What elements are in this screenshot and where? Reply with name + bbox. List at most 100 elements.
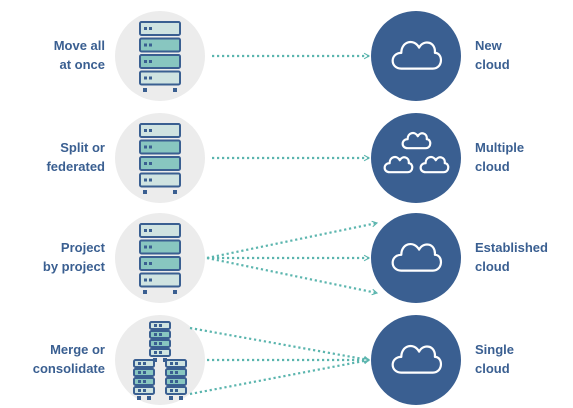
server-led [159,342,162,345]
server-led [144,162,147,165]
server-led [144,60,147,63]
server-foot [173,290,177,294]
server-unit [139,54,181,69]
server-stack-icon [139,21,181,92]
migration-arrow [189,357,371,396]
server-unit [139,256,181,271]
server-foot [147,396,151,400]
target-circle [371,11,461,101]
server-led [170,371,173,374]
server-unit [139,156,181,171]
server-foot [143,190,147,194]
server-led [149,262,152,265]
server-foot [137,396,141,400]
target-label: Multiple cloud [475,140,525,174]
target-circle [371,315,461,405]
server-foot [179,396,183,400]
server-led [159,351,162,354]
server-led [149,43,152,47]
target-label: Single cloud [475,342,515,376]
migration-arrow [206,256,379,296]
cloud-icon [383,155,414,174]
row-merge [115,315,461,405]
server-led [170,362,173,365]
server-led [149,178,152,182]
server-led [143,380,146,383]
server-led [175,389,178,392]
server-led [159,324,162,327]
server-led [144,27,147,30]
server-unit [139,21,181,36]
target-circle [371,113,461,203]
source-label: Merge or consolidate [32,342,105,376]
server-led [144,229,147,232]
server-unit [139,123,181,138]
cloud-icon [391,40,443,70]
server-led [175,380,178,383]
target-label: New cloud [475,38,510,72]
server-led [144,262,147,265]
server-stack-icon [139,223,181,294]
server-led [175,362,178,365]
server-led [144,245,147,249]
cloud-icon [419,155,450,174]
server-stack-icon [133,359,155,400]
server-led [138,362,141,365]
migration-arrow [206,220,379,260]
server-foot [173,190,177,194]
server-stack-icon [139,123,181,194]
server-unit [139,272,181,288]
server-foot [163,358,167,362]
server-unit [139,172,181,188]
row-split [115,113,461,203]
server-led [154,333,157,336]
source-label: Move all at once [53,38,105,72]
server-led [143,362,146,365]
migration-arrow [189,326,371,363]
server-led [170,389,173,392]
server-led [144,76,147,80]
server-unit [139,239,181,255]
server-foot [173,88,177,92]
cloud-icon [391,344,443,374]
server-stack-icon [165,359,187,400]
server-led [144,178,147,182]
target-circle [371,213,461,303]
server-stack-icon [149,321,171,362]
server-unit [139,139,181,155]
server-led [138,371,141,374]
server-foot [143,88,147,92]
server-unit [139,70,181,86]
server-led [149,60,152,63]
server-led [144,278,147,282]
server-led [138,380,141,383]
cloud-icon [391,242,443,272]
source-label: Project by project [42,240,105,274]
server-led [170,380,173,383]
server-led [154,351,157,354]
server-foot [143,290,147,294]
server-led [149,27,152,30]
server-led [138,389,141,392]
server-foot [153,358,157,362]
server-led [154,324,157,327]
server-unit [139,223,181,238]
server-led [175,371,178,374]
server-led [149,229,152,232]
server-foot [169,396,173,400]
server-unit [139,37,181,53]
row-move-all [115,11,461,101]
cloud-icon [401,131,432,150]
source-label: Split or federated [46,140,105,174]
target-label: Established cloud [475,240,548,274]
row-project [115,213,461,303]
server-led [149,76,152,80]
server-led [144,145,147,149]
server-led [144,43,147,47]
server-led [149,145,152,149]
server-led [144,129,147,132]
server-led [149,129,152,132]
server-led [149,278,152,282]
server-led [154,342,157,345]
